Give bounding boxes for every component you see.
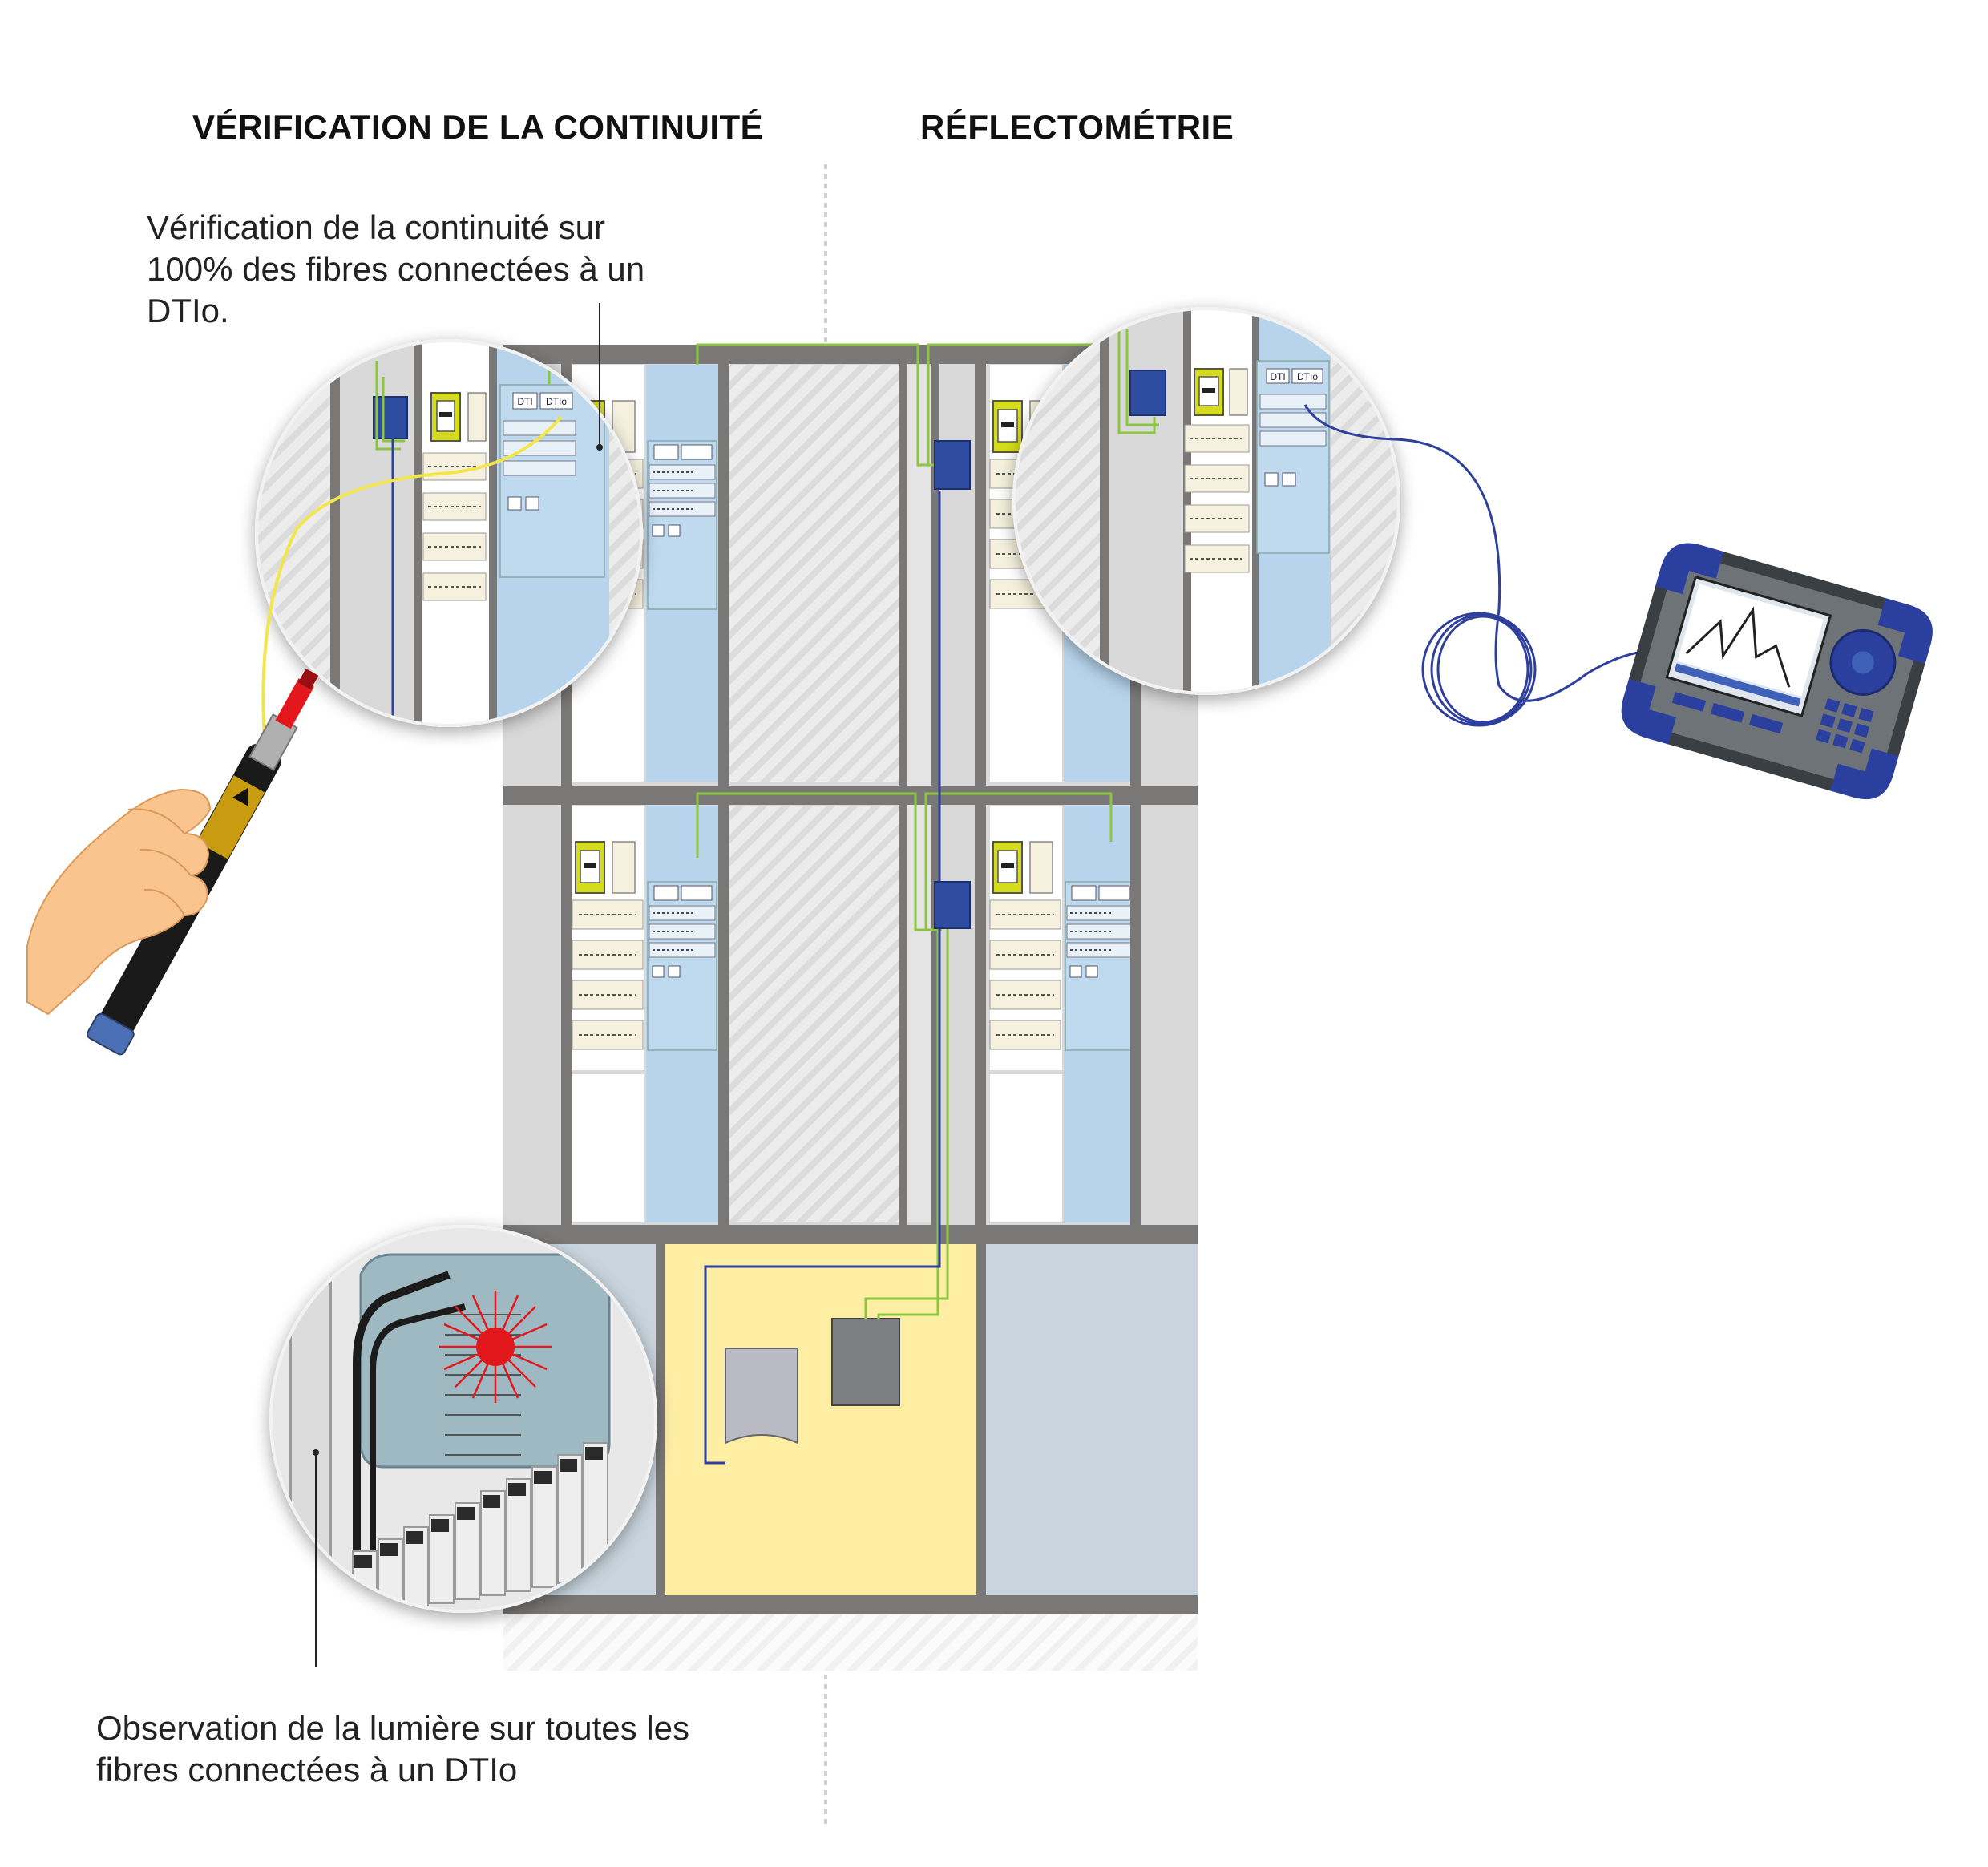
distribution-box: [831, 1318, 900, 1406]
caption-observation: Observation de la lumière sur toutes les…: [96, 1709, 690, 1788]
caption-continuity: Vérification de la continuité sur 100% d…: [147, 208, 645, 329]
dti-label-lens1: DTI: [517, 396, 532, 407]
technical-room: [665, 1244, 976, 1595]
dti-label-lens2: DTI: [1270, 371, 1285, 382]
heading-continuity: VÉRIFICATION DE LA CONTINUITÉ: [192, 108, 764, 146]
heading-reflectometry: RÉFLECTOMÉTRIE: [920, 108, 1234, 146]
otdr-device-icon: [1621, 543, 1933, 800]
floor-box-upper: [934, 440, 971, 490]
hand-icon: [26, 788, 212, 1016]
yellow-test-fiber: [261, 415, 563, 740]
floor-box-lower: [934, 881, 971, 929]
fiber-cable: [353, 1271, 451, 1603]
meter-icon: [725, 1348, 798, 1445]
ground-room-right: [986, 1244, 1198, 1595]
fiber-coil-icon: [1421, 612, 1537, 727]
dtio-label-lens1: DTIo: [546, 396, 567, 407]
dtio-label-lens2: DTIo: [1297, 371, 1318, 382]
